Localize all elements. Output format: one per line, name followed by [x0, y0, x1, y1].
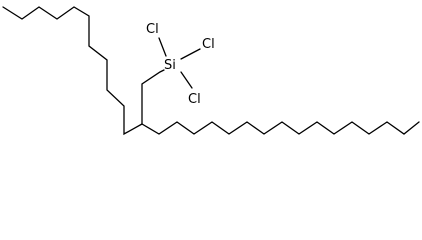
si-cl-bond-top — [158, 37, 167, 57]
hexyl-chain — [2, 6, 143, 136]
nonyl-chain — [141, 121, 420, 135]
si-cl-bond-right — [180, 48, 201, 60]
silicon-label: Si — [164, 58, 176, 73]
chlorine-label-bottom: Cl — [188, 92, 201, 107]
chlorine-label-right: Cl — [202, 37, 215, 52]
si-cl-bond-bottom — [180, 71, 193, 89]
chlorine-label-top: Cl — [146, 22, 159, 37]
methylene-bond — [141, 69, 165, 125]
structure-diagram: Si Cl Cl Cl — [2, 6, 420, 136]
